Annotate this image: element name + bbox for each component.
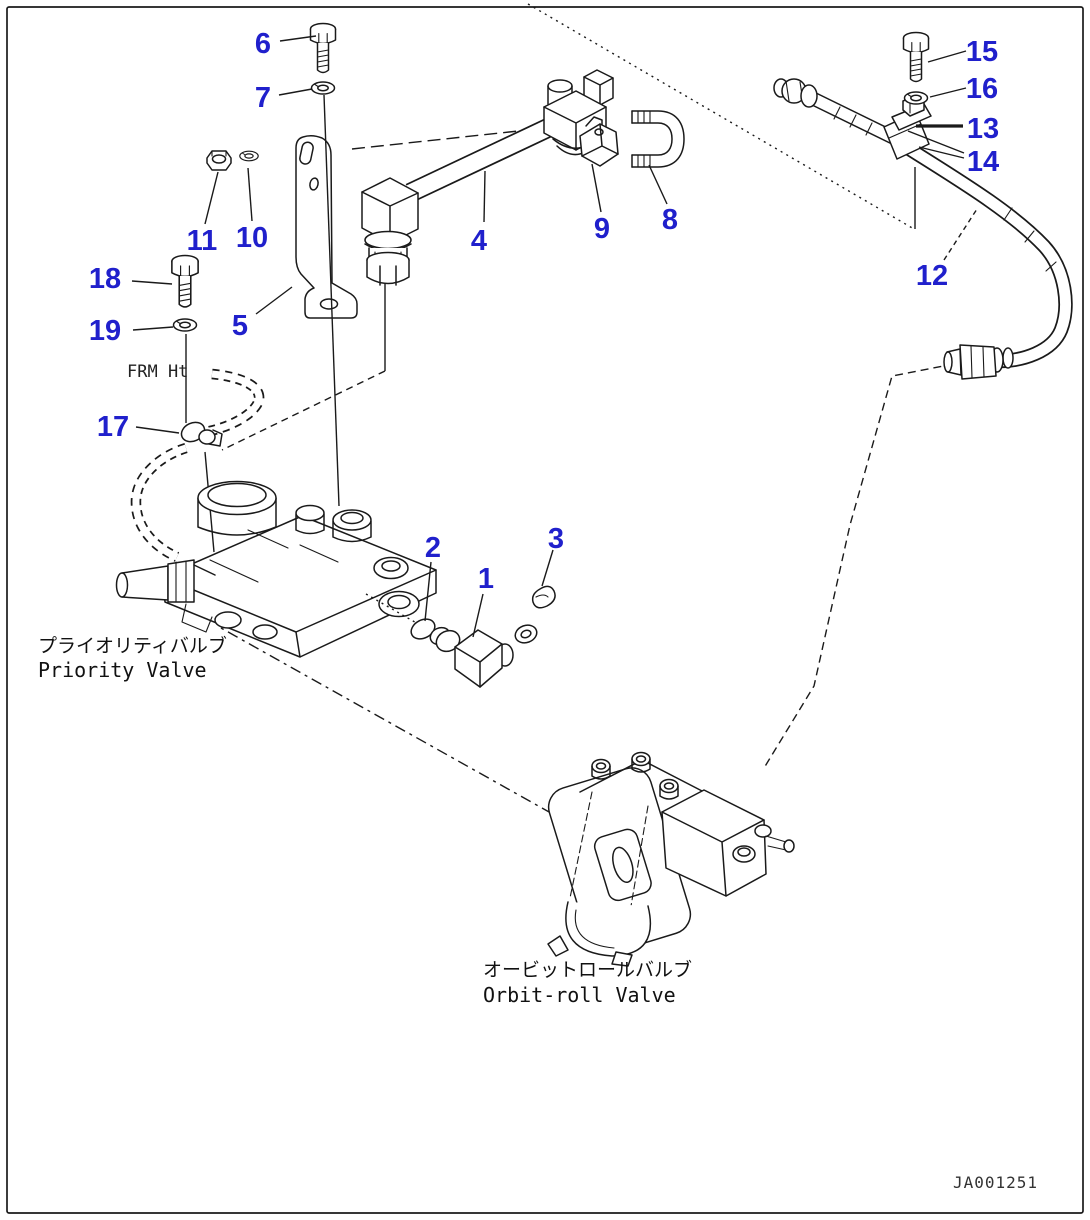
nut-11-drawing — [206, 150, 232, 171]
bracket-5-drawing — [295, 134, 358, 319]
fitting-17-drawing — [180, 421, 223, 447]
priority-valve-drawing — [115, 480, 437, 658]
callout-12: 12 — [916, 260, 948, 292]
reference-lines — [185, 3, 955, 818]
callout-18: 18 — [89, 263, 121, 295]
clamp-9-drawing — [579, 116, 619, 167]
steering-tube-4-drawing — [361, 69, 614, 286]
callout-3: 3 — [548, 523, 564, 555]
bolt6-axis-line — [323, 94, 340, 507]
bolt-15-drawing — [902, 31, 930, 83]
orbit-roll-valve-drawing — [547, 751, 795, 967]
callout-8: 8 — [662, 204, 678, 236]
callout-1: 1 — [478, 563, 494, 595]
callout-17: 17 — [97, 411, 129, 443]
bracket-to-valve-dash-line — [351, 127, 547, 150]
seal-rings-3-drawing — [514, 585, 556, 644]
callout-2: 2 — [425, 532, 441, 564]
leader-lines — [131, 35, 978, 638]
phantom-hose-drawing — [130, 368, 265, 562]
callout-11: 11 — [187, 225, 218, 257]
washer-10-drawing — [239, 150, 259, 162]
washer-7-drawing — [310, 81, 336, 95]
hose-note-text: FRM Ht — [127, 362, 188, 382]
callouts: 1 2 3 4 5 6 7 8 9 10 11 12 13 14 15 16 1… — [89, 28, 999, 595]
tube-to-fitting-dash-line — [221, 370, 386, 451]
callout-15: 15 — [966, 36, 998, 68]
frame-dotted-line — [527, 3, 915, 230]
callout-4: 4 — [471, 225, 487, 257]
orbit-roll-valve-label-jp: オービットロールバルブ — [483, 958, 692, 981]
hose-to-orbit-dash-line — [763, 363, 955, 769]
hose-12-drawing — [773, 78, 1073, 380]
priority-to-orbit-dash-line — [220, 627, 559, 818]
callout-5: 5 — [232, 310, 248, 342]
u-bolt-8-drawing — [631, 110, 685, 168]
priority-valve-label-en: Priority Valve — [38, 658, 207, 682]
callout-6: 6 — [255, 28, 271, 60]
callout-19: 19 — [89, 315, 121, 347]
callout-16: 16 — [966, 73, 998, 105]
bolt-18-drawing — [171, 254, 199, 308]
page-frame — [6, 6, 1084, 1214]
priority-valve-label-jp: プライオリティバルブ — [38, 634, 227, 657]
callout-13: 13 — [967, 113, 999, 145]
washer-19-drawing — [172, 318, 198, 332]
elbow-1-drawing — [429, 626, 514, 688]
orbit-roll-valve-label-en: Orbit-roll Valve — [483, 983, 676, 1007]
captions: プライオリティバルブ Priority Valve オービットロールバルブ Or… — [38, 362, 1038, 1192]
callout-14: 14 — [967, 146, 999, 178]
drawing-number: JA001251 — [953, 1173, 1038, 1192]
bolt-6-drawing — [309, 22, 337, 74]
callout-10: 10 — [236, 222, 268, 254]
callout-7: 7 — [255, 82, 271, 114]
callout-9: 9 — [594, 213, 610, 245]
washer-16-drawing — [903, 91, 929, 105]
o-ring-2-drawing — [410, 618, 436, 640]
